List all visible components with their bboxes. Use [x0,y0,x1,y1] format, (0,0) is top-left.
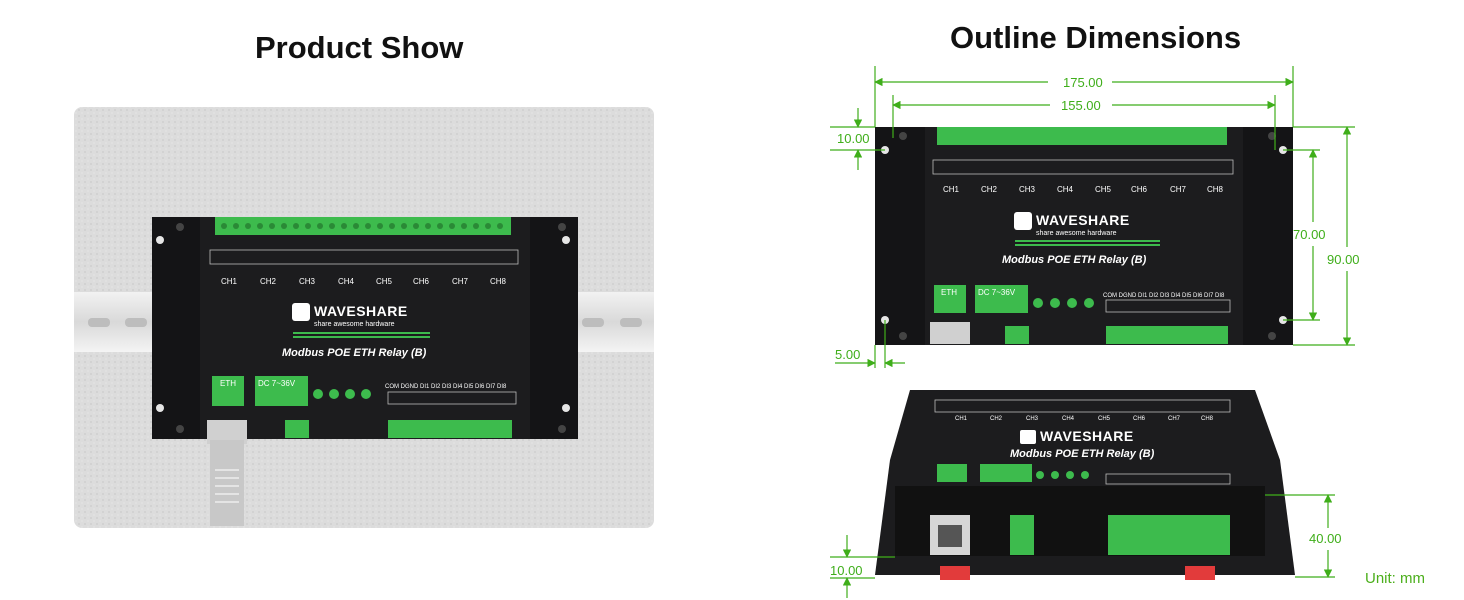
power-label-text: DC 7~36V [978,288,1016,297]
brand-name: WAVESHARE [314,303,408,319]
power-label [255,376,308,406]
channel-label: CH2 [260,277,277,286]
channel-label: CH5 [1095,185,1112,194]
eth-label-text: ETH [941,288,957,297]
power-label-text: DC 7~36V [258,379,296,388]
dim-height-inner: 70.00 [1293,227,1326,242]
channel-label: CH3 [1019,185,1036,194]
channel-label: CH6 [1131,185,1148,194]
dim-height-overall: 90.00 [1327,252,1360,267]
channel-label: CH5 [1098,416,1111,422]
product-show-title: Product Show [255,30,464,65]
input-labels: COM DGND DI1 DI2 DI3 DI4 DI5 DI6 DI7 DI8 [385,384,507,390]
product-photo: CH1 CH2 CH3 CH4 CH5 CH6 CH7 CH8 WAVESHAR… [74,107,654,528]
brand-name: WAVESHARE [1040,428,1134,444]
dim-depth-height: 40.00 [1309,531,1342,546]
model-name: Modbus POE ETH Relay (B) [1010,448,1155,460]
dim-width-overall: 175.00 [1063,75,1103,90]
dim-top-margin: 10.00 [837,131,870,146]
relay-terminal-block [215,217,511,235]
channel-label: CH8 [1207,185,1224,194]
dimension-drawing-top: CH1 CH2 CH3 CH4 CH5 CH6 CH7 CH8 WAVESHAR… [875,127,1293,345]
channel-label: CH3 [299,277,316,286]
channel-label: CH4 [1057,185,1074,194]
waveshare-logo-icon [1014,212,1032,230]
dim-width-inner: 155.00 [1061,98,1101,113]
channel-label: CH4 [338,277,355,286]
channel-label: CH7 [452,277,469,286]
outline-dimensions-title: Outline Dimensions [950,20,1242,55]
channel-label: CH1 [943,185,960,194]
channel-label: CH4 [1062,416,1075,422]
brand-tagline: share awesome hardware [1036,230,1117,237]
eth-label-text: ETH [220,379,236,388]
channel-label: CH8 [1201,416,1214,422]
channel-label: CH6 [413,277,430,286]
model-name: Modbus POE ETH Relay (B) [282,347,427,359]
channel-label: CH1 [221,277,238,286]
channel-label: CH1 [955,416,968,422]
input-labels: COM DGND DI1 DI2 DI3 DI4 DI5 DI6 DI7 DI8 [1103,293,1225,299]
dim-side-margin: 5.00 [835,347,860,362]
model-name: Modbus POE ETH Relay (B) [1002,254,1147,266]
perspective-view: CH1 CH2 CH3 CH4 CH5 CH6 CH7 CH8 WAVESHAR… [875,390,1295,580]
channel-label: CH6 [1133,416,1146,422]
unit-label: Unit: mm [1365,570,1425,587]
channel-label: CH2 [990,416,1003,422]
brand-tagline: share awesome hardware [314,321,395,328]
eth-port-label [212,376,244,406]
channel-label: CH3 [1026,416,1039,422]
channel-label: CH7 [1170,185,1187,194]
channel-label: CH5 [376,277,393,286]
dimension-lines-bottom [830,494,1335,598]
waveshare-logo-icon [292,303,310,321]
dim-depth-base: 10.00 [830,563,863,578]
channel-label: CH2 [981,185,998,194]
dimension-lines-top [830,66,1355,368]
channel-label: CH7 [1168,416,1181,422]
channel-label: CH8 [490,277,507,286]
brand-name: WAVESHARE [1036,212,1130,228]
